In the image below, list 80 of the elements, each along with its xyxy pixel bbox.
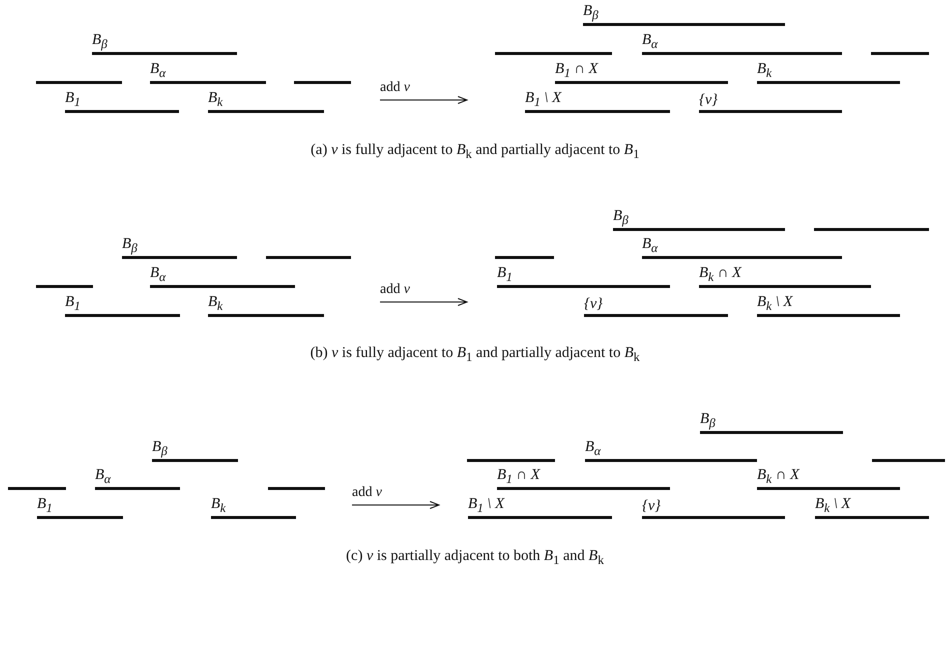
interval-label: B$_{α}$ — [150, 266, 166, 283]
interval-bar — [266, 256, 351, 259]
interval-label: B$_{k}$ — [211, 496, 226, 514]
interval-label: B$_{β}$ — [583, 4, 598, 21]
interval-bar — [36, 285, 93, 288]
interval-label: B$_{β}$ — [613, 208, 628, 226]
arrow-label: add v — [380, 283, 410, 297]
interval-bar — [495, 256, 554, 259]
interval-bar — [555, 62, 728, 84]
interval-bar — [585, 440, 757, 462]
interval-label: B$_{1}$ \ X — [525, 90, 562, 108]
interval-label: B$_{k}$ \ X — [757, 294, 793, 312]
interval-bar — [92, 33, 237, 55]
interval-bar — [815, 497, 929, 519]
interval-bar — [642, 497, 785, 519]
interval-bar — [122, 237, 237, 259]
interval-bar — [152, 440, 238, 462]
interval-bar — [497, 266, 670, 288]
interval-bar — [150, 62, 266, 84]
interval-bar — [37, 497, 123, 519]
interval-label: B$_{k}$ ∩ X — [699, 266, 742, 283]
interval-label: {v} — [699, 93, 718, 108]
interval-bar — [65, 91, 179, 113]
arrow-label: add v — [352, 486, 382, 500]
interval-bar — [871, 52, 929, 55]
figure-caption: (a) v is fully adjacent to B$_{k}$ and partially adjacent to B$_{1}$ — [310, 143, 640, 160]
interval-label: B$_{β}$ — [122, 236, 138, 254]
interval-bar — [757, 62, 900, 84]
interval-bar — [36, 81, 122, 84]
interval-bar — [208, 295, 324, 317]
interval-label: B$_{β}$ — [92, 32, 108, 50]
interval-label: B$_{k}$ ∩ X — [757, 468, 800, 485]
interval-label: B$_{1}$ ∩ X — [497, 468, 540, 485]
interval-bar — [208, 91, 324, 113]
interval-bar — [211, 497, 296, 519]
interval-label: B$_{k}$ — [208, 294, 223, 312]
interval-label: B$_{β}$ — [152, 440, 168, 457]
interval-bar — [467, 459, 555, 462]
interval-label: B$_{α}$ — [642, 32, 658, 50]
interval-bar — [757, 468, 900, 490]
interval-label: B$_{α}$ — [150, 62, 166, 79]
interval-bar — [497, 468, 670, 490]
interval-bar — [583, 4, 785, 26]
interval-bar — [814, 228, 929, 231]
interval-label: B$_{k}$ — [208, 90, 223, 108]
interval-bar — [150, 266, 295, 288]
interval-label: B$_{α}$ — [642, 236, 658, 254]
interval-label: B$_{β}$ — [700, 412, 716, 429]
interval-label: B$_{1}$ ∩ X — [555, 62, 598, 79]
interval-bar — [294, 81, 351, 84]
interval-label: B$_{α}$ — [95, 468, 111, 485]
interval-label: B$_{k}$ \ X — [815, 496, 851, 514]
figure-caption: (b) v is fully adjacent to B$_{1}$ and partially adjacent to B$_{k}$ — [310, 346, 640, 364]
interval-label: B$_{1}$ — [37, 496, 52, 514]
interval-bar — [584, 295, 728, 317]
interval-bar — [613, 209, 785, 231]
interval-label: {v} — [584, 297, 603, 312]
arrow-label: add v — [380, 81, 410, 95]
interval-bar — [495, 52, 612, 55]
interval-bar — [642, 237, 842, 259]
interval-label: B$_{1}$ — [65, 90, 80, 108]
figure-caption: (c) v is partially adjacent to both B$_{1}$ and B$_{k}$ — [346, 549, 604, 566]
interval-bar — [8, 487, 66, 490]
interval-bar — [700, 412, 843, 434]
interval-bar — [757, 295, 900, 317]
interval-bar — [65, 295, 180, 317]
interval-bar — [699, 266, 871, 288]
interval-label: B$_{1}$ — [65, 294, 80, 312]
interval-bar — [872, 459, 945, 462]
interval-label: {v} — [642, 499, 661, 514]
interval-bar — [468, 497, 612, 519]
interval-bar — [95, 468, 180, 490]
interval-bar — [699, 91, 842, 113]
interval-label: B$_{1}$ \ X — [468, 496, 504, 514]
interval-label: B$_{1}$ — [497, 266, 512, 283]
interval-bar — [268, 487, 325, 490]
interval-bar — [525, 91, 670, 113]
interval-label: B$_{k}$ — [757, 62, 772, 79]
interval-bar — [642, 33, 842, 55]
interval-label: B$_{α}$ — [585, 440, 601, 457]
